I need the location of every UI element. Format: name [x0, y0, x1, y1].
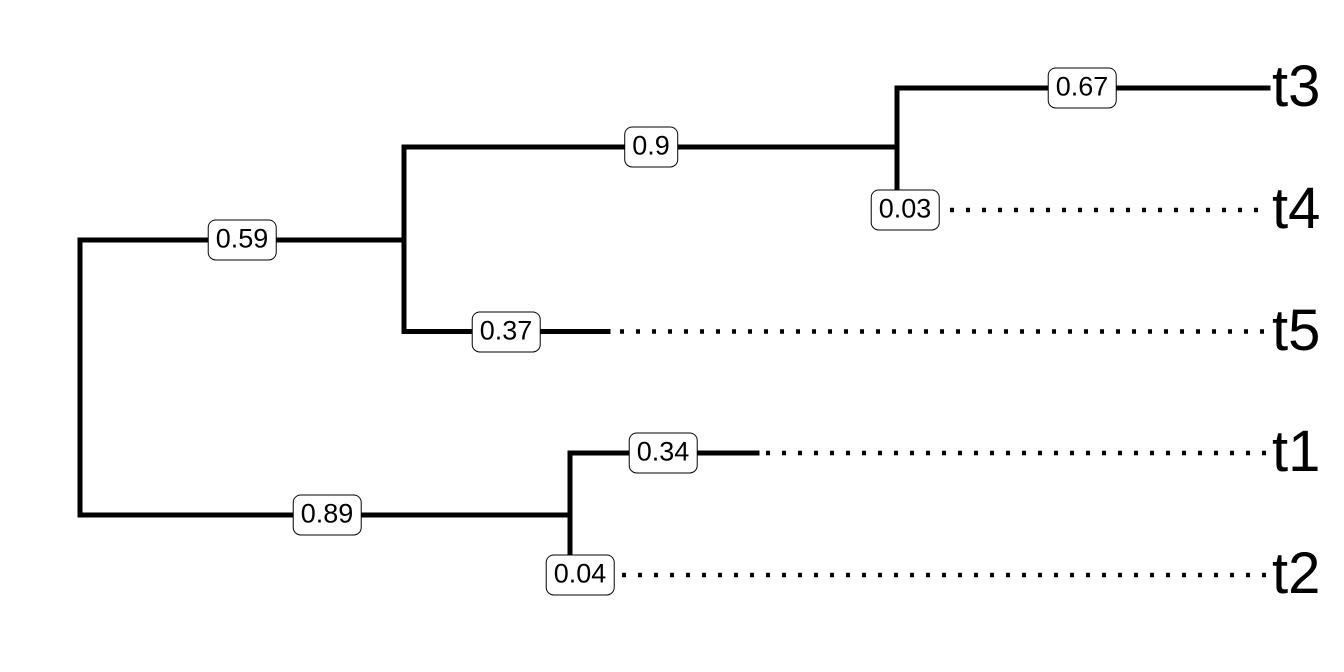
- branch-length-label-0.03: 0.03: [870, 189, 940, 231]
- branch-length-label-0.37: 0.37: [471, 310, 541, 353]
- tip-label-t1: t1: [1272, 418, 1321, 484]
- branch-length-label-0.67: 0.67: [1047, 67, 1117, 109]
- branch-length-label-0.04: 0.04: [545, 554, 615, 596]
- branch-length-label-0.59: 0.59: [207, 219, 277, 261]
- tip-label-t4: t4: [1272, 175, 1321, 241]
- branch-length-label-0.89: 0.89: [292, 494, 362, 536]
- tip-label-t2: t2: [1272, 540, 1321, 606]
- branch-length-label-0.34: 0.34: [628, 432, 698, 474]
- tip-label-t5: t5: [1272, 297, 1321, 363]
- tip-label-t3: t3: [1272, 53, 1321, 119]
- branch-length-label-0.9: 0.9: [624, 126, 678, 168]
